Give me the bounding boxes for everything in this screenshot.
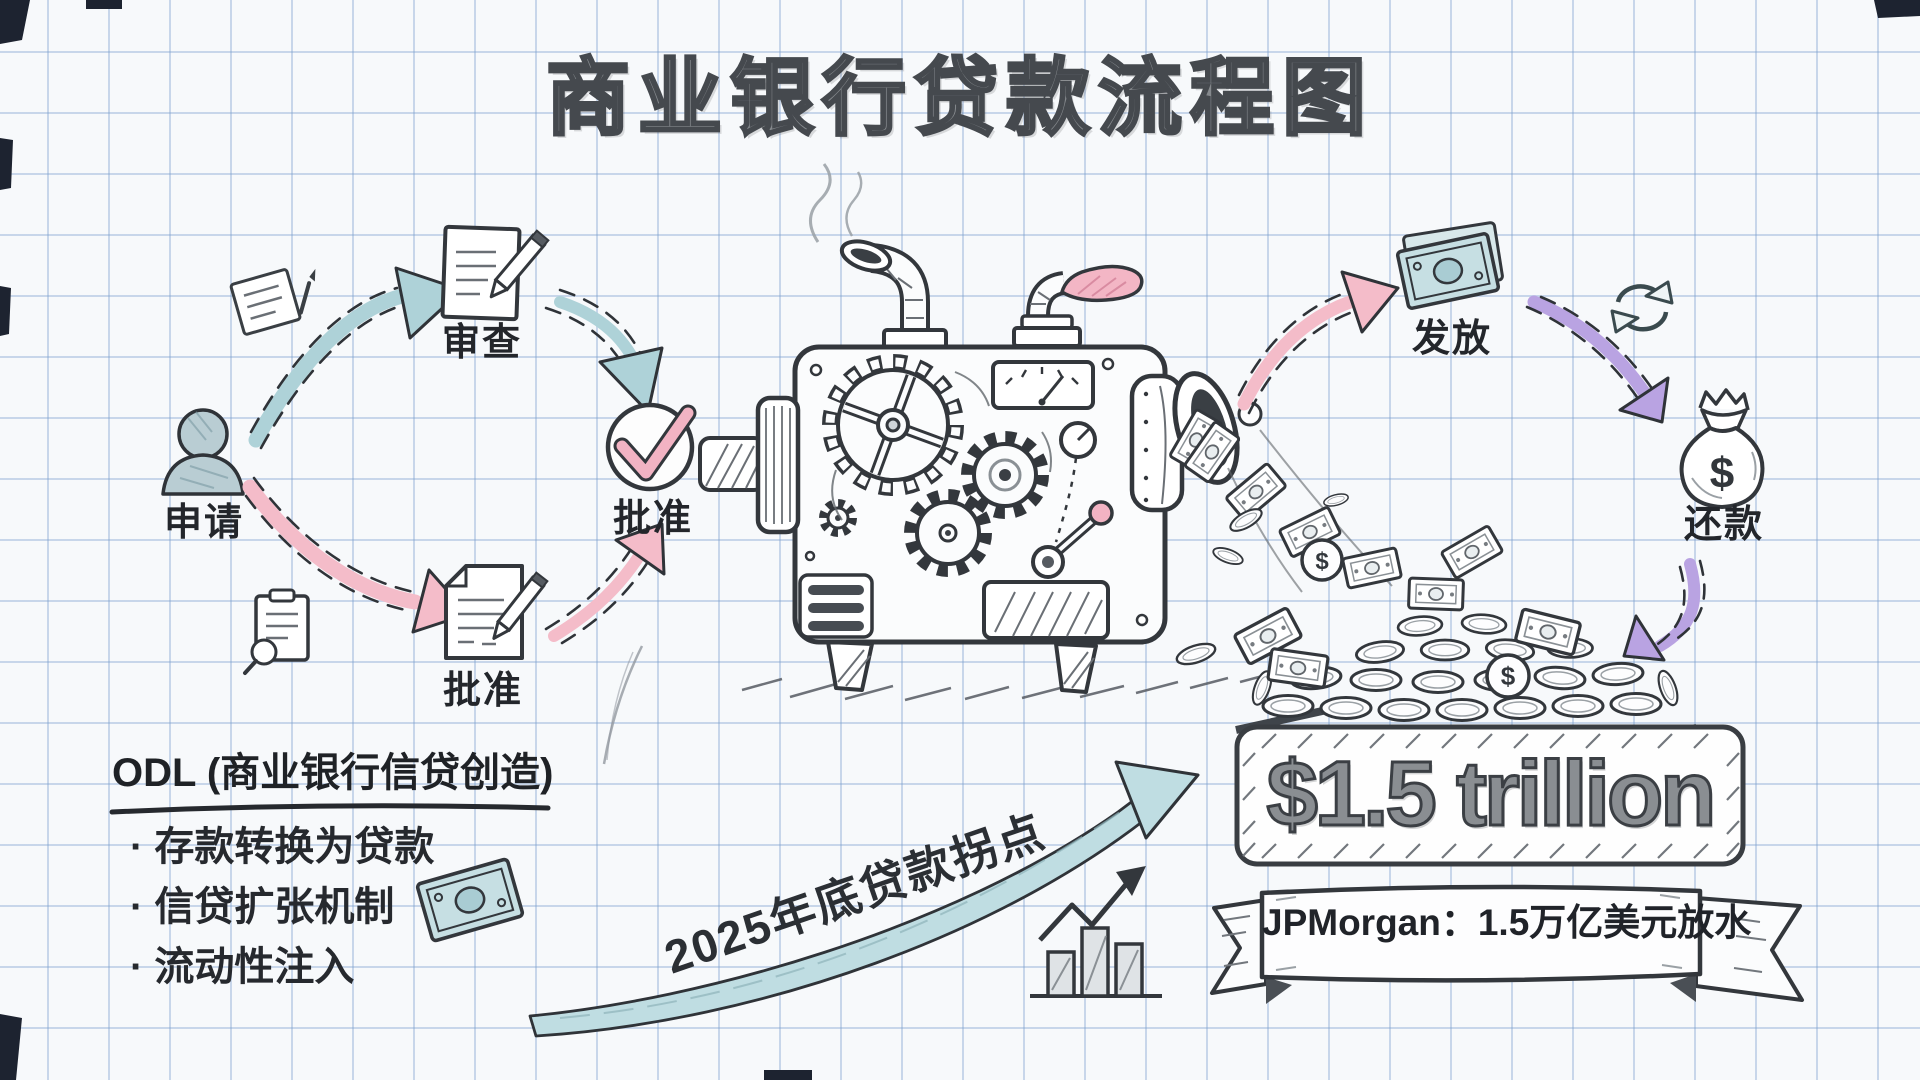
amount-plaque [1234, 724, 1746, 867]
person-icon [161, 408, 245, 496]
flow-label-apply: 申请 [163, 502, 244, 544]
banknote-icon-disburse [1395, 221, 1504, 311]
pencil-scribble [602, 645, 644, 765]
dollar-coin-flying: $ [1300, 538, 1344, 582]
svg-text:$: $ [1501, 661, 1516, 691]
arrow-repay-pile [1622, 558, 1706, 662]
money-spray: $ [1168, 401, 1505, 670]
odl-bullet-3: · 流动性注入 [130, 945, 355, 989]
flow-label-repay: 还款 [1683, 504, 1764, 546]
gear-tiny [819, 499, 857, 537]
banner-text: JPMorgan：1.5万亿美元放水 [1262, 902, 1752, 943]
flow-label-approve-check: 批准 [612, 498, 693, 540]
approve-doc-icon [444, 564, 549, 660]
clipboard-search-icon [243, 588, 310, 675]
arrow-machine-disburse [1237, 270, 1400, 415]
arrow-disburse-repay [1525, 295, 1670, 424]
odl-underline [109, 803, 551, 815]
recycle-icon [1610, 280, 1674, 334]
lever-ball [1088, 500, 1114, 526]
note-pen-icon [229, 268, 316, 336]
flow-label-approve-doc: 批准 [442, 670, 523, 712]
ribbon-banner [1210, 884, 1804, 1004]
gear-mid [961, 431, 1049, 519]
odl-banknote-icon [414, 856, 526, 944]
money-pile: $ [1232, 605, 1697, 743]
odl-bullet-1: · 存款转换为贷款 [130, 825, 435, 869]
dollar-coin-pile: $ [1485, 653, 1531, 699]
bar-chart-icon [1030, 866, 1162, 998]
arrow-review-approve [544, 288, 664, 414]
gear-large [822, 354, 964, 496]
machine-smoke [809, 163, 863, 243]
growth-swoosh-arrow [528, 760, 1200, 1038]
money-bag-icon: $ [1679, 388, 1765, 509]
svg-text:$: $ [1315, 548, 1329, 575]
odl-bullet-2: · 信贷扩张机制 [130, 885, 395, 929]
arrow-approvedoc-check [544, 522, 666, 645]
gear-low [904, 489, 992, 577]
svg-text:$: $ [1710, 449, 1734, 498]
loan-machine [698, 163, 1275, 702]
amount-text: $1.5 trillion [1265, 742, 1718, 847]
review-doc-icon [440, 224, 550, 322]
page-title: 商业银行贷款流程图 [544, 50, 1374, 147]
odl-heading: ODL (商业银行信贷创造) [112, 751, 554, 795]
check-circle-icon [605, 402, 697, 492]
lever-grip [1060, 264, 1144, 303]
flow-label-review: 审查 [441, 322, 522, 364]
flow-label-disburse: 发放 [1411, 318, 1492, 360]
